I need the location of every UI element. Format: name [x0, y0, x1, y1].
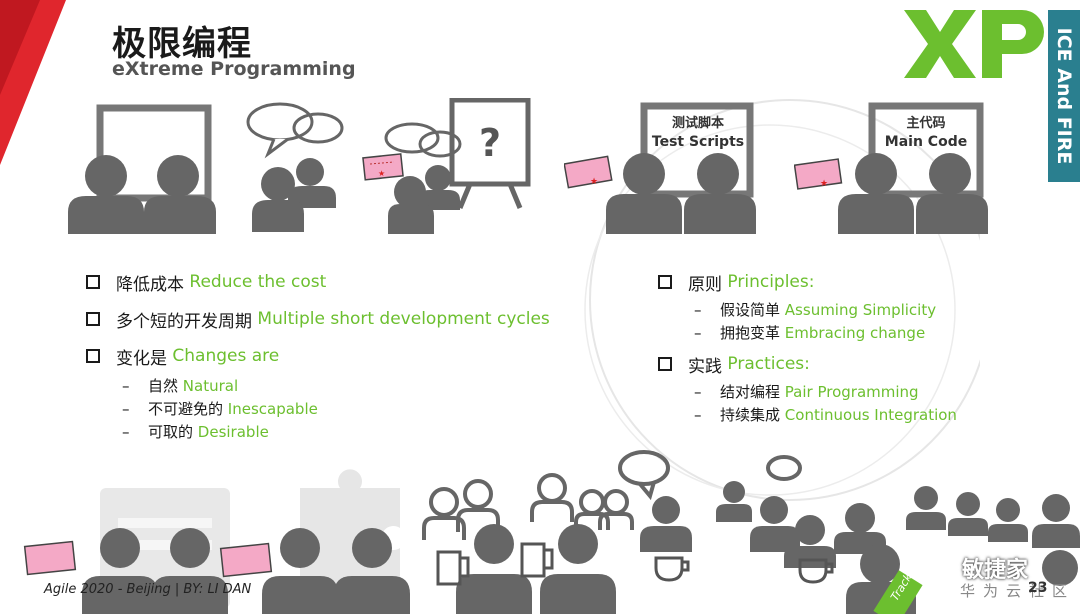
story-card-icon: ★	[362, 153, 404, 181]
page-title: 极限编程	[112, 24, 252, 64]
svg-text:★: ★	[378, 169, 385, 178]
watermark-name: 敏捷家	[962, 558, 1029, 583]
sub-list-item: – 可取的 Desirable	[122, 422, 269, 442]
sub-list-item: – 不可避免的 Inescapable	[122, 399, 318, 419]
page-subtitle: eXtreme Programming	[112, 58, 356, 80]
watermark-community: 华为云社区	[960, 582, 1076, 600]
people-talking-icon	[246, 102, 344, 232]
checkbox-square-icon	[86, 312, 100, 326]
red-corner-decoration	[0, 0, 66, 165]
list-item-principles: 原则 Principles:	[658, 270, 957, 295]
sub-list-item: – 拥抱变革 Embracing change	[694, 323, 926, 343]
sub-list-item: – 结对编程 Pair Programming	[694, 382, 919, 402]
right-bullet-list: 原则 Principles: – 假设简单 Assuming Simplicit…	[658, 270, 957, 426]
list-item: 变化是 Changes are	[86, 344, 550, 369]
wechat-icon	[931, 554, 959, 574]
sub-list-item: – 持续集成 Continuous Integration	[694, 405, 957, 425]
footer-credit: Agile 2020 - Beijing | BY: LI DAN	[44, 582, 252, 597]
sub-list-item: – 假设简单 Assuming Simplicity	[694, 300, 937, 320]
list-item: 多个短的开发周期 Multiple short development cycl…	[86, 307, 550, 332]
xp-logo	[904, 10, 1044, 78]
ice-and-fire-label: ICE And FIRE	[1053, 27, 1075, 165]
decorative-circles	[584, 99, 980, 501]
svg-text:★: ★	[820, 179, 828, 189]
checkbox-square-icon	[658, 275, 672, 289]
list-item-practices: 实践 Practices:	[658, 352, 957, 377]
test-scripts-label: 测试脚本 Test Scripts	[650, 114, 746, 152]
main-code-monitor-icon	[838, 102, 988, 234]
main-code-label: 主代码 Main Code	[878, 114, 974, 152]
test-scripts-zh: 测试脚本	[671, 116, 724, 131]
bottom-crowd-illustration	[23, 450, 1080, 614]
list-item: 降低成本 Reduce the cost	[86, 270, 550, 295]
left-bullet-list: 降低成本 Reduce the cost 多个短的开发周期 Multiple s…	[86, 270, 550, 443]
checkbox-square-icon	[658, 357, 672, 371]
whiteboard-question-icon: ?	[384, 98, 531, 234]
sub-list-item: – 自然 Natural	[122, 376, 239, 396]
ice-and-fire-banner: ICE And FIRE	[1048, 10, 1080, 182]
test-scripts-monitor-icon	[606, 102, 756, 234]
story-card-icon: ★	[794, 158, 843, 190]
question-mark-text: ?	[479, 121, 501, 165]
page-number: 23	[1028, 580, 1048, 596]
test-scripts-en: Test Scripts	[651, 134, 745, 150]
main-code-en: Main Code	[884, 134, 968, 150]
checkbox-square-icon	[86, 275, 100, 289]
main-code-zh: 主代码	[906, 116, 946, 131]
pair-at-monitor-icon	[68, 104, 216, 234]
story-card-icon: ★	[564, 155, 613, 189]
checkbox-square-icon	[86, 349, 100, 363]
svg-text:★: ★	[590, 177, 598, 187]
